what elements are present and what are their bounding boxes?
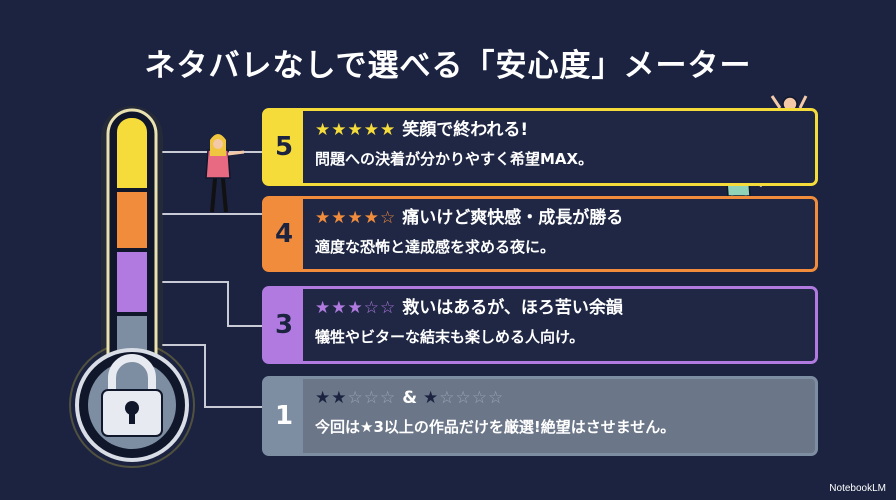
star-rating-alt: ★☆☆☆☆: [423, 388, 505, 408]
connector-line-1: [162, 344, 262, 408]
level-description: 問題への決着が分かりやすく希望MAX。: [315, 150, 594, 168]
star-rating: ★★☆☆☆: [315, 388, 397, 408]
level-description: 今回は★3以上の作品だけを厳選!絶望はさせません。: [315, 418, 676, 436]
padlock-icon: [101, 354, 163, 437]
star-rating: ★★★★☆: [315, 208, 397, 228]
segment-level-4: [117, 192, 147, 248]
level-description: 犠牲やビターな結末も楽しめる人向け。: [315, 328, 585, 346]
person-pointing-icon: [205, 134, 245, 213]
star-rating: ★★★★★: [315, 120, 397, 140]
level-card-3: 3 ★★★☆☆救いはあるが、ほろ苦い余韻 犠牲やビターな結末も楽しめる人向け。: [262, 286, 818, 364]
level-headline: 痛いけど爽快感・成長が勝る: [402, 208, 624, 228]
level-number-5: 5: [265, 111, 303, 183]
level-headline: 救いはあるが、ほろ苦い余韻: [402, 298, 623, 318]
credit-label: NotebookLM: [829, 483, 886, 494]
level-card-5: 5 ★★★★★笑顔で終われる! 問題への決着が分かりやすく希望MAX。: [262, 108, 818, 186]
star-rating: ★★★☆☆: [315, 298, 397, 318]
rating-connector: &: [402, 388, 418, 408]
level-number-3: 3: [265, 289, 303, 361]
level-headline: 笑顔で終われる!: [402, 120, 529, 140]
level-card-1: 1 ★★☆☆☆&★☆☆☆☆ 今回は★3以上の作品だけを厳選!絶望はさせません。: [262, 376, 818, 456]
connector-line-3: [162, 281, 262, 327]
level-card-4: 4 ★★★★☆痛いけど爽快感・成長が勝る 適度な恐怖と達成感を求める夜に。: [262, 196, 818, 272]
level-number-4: 4: [265, 199, 303, 269]
level-description: 適度な恐怖と達成感を求める夜に。: [315, 238, 556, 256]
segment-level-3: [117, 252, 147, 312]
level-number-1: 1: [265, 379, 303, 453]
page-title: ネタバレなしで選べる「安心度」メーター: [144, 48, 752, 84]
